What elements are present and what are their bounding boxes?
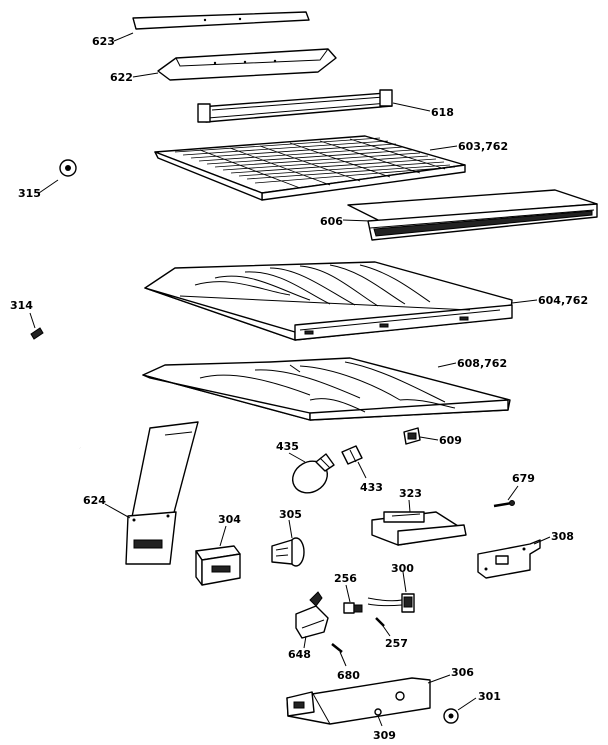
leader-314 <box>29 312 36 329</box>
part-618-rail <box>197 89 393 123</box>
label-256: 256 <box>334 572 357 585</box>
label-323: 323 <box>399 487 422 500</box>
part-648-timer <box>295 591 329 639</box>
part-608-shelf <box>142 357 511 421</box>
leader-256 <box>345 584 351 603</box>
part-323-tray <box>371 511 467 546</box>
part-680-screw <box>331 643 343 653</box>
part-304-relay <box>195 545 241 586</box>
label-305: 305 <box>279 508 302 521</box>
label-257: 257 <box>385 637 408 650</box>
part-609-clip <box>403 427 421 445</box>
part-314-clip <box>30 327 44 340</box>
part-606-crisper-front <box>347 189 598 241</box>
label-304: 304 <box>218 513 241 526</box>
label-435: 435 <box>276 440 299 453</box>
leader-680 <box>339 651 347 667</box>
label-624: 624 <box>83 494 106 507</box>
leader-609 <box>419 436 439 441</box>
label-309: 309 <box>373 729 396 742</box>
leader-618 <box>392 102 431 112</box>
part-256-switch <box>343 602 363 614</box>
leader-301 <box>457 697 477 711</box>
leader-622 <box>132 72 159 78</box>
part-315-drain-tube <box>48 159 86 464</box>
part-305-overload <box>271 537 305 567</box>
label-680: 680 <box>337 669 360 682</box>
leader-323 <box>408 499 411 513</box>
leader-679 <box>507 485 519 501</box>
leader-648 <box>303 635 307 649</box>
leader-257 <box>382 625 391 637</box>
leader-433 <box>357 461 367 479</box>
label-315: 315 <box>18 187 41 200</box>
leader-305 <box>288 519 293 539</box>
part-679-screw <box>493 500 515 508</box>
label-606: 606 <box>320 215 343 228</box>
leader-623 <box>113 32 134 42</box>
leader-435 <box>288 452 306 463</box>
part-435-light-bulb <box>292 453 335 494</box>
leader-308 <box>533 536 551 545</box>
part-257-screw <box>375 617 385 627</box>
label-648: 648 <box>288 648 311 661</box>
part-624-control-plate <box>125 421 199 565</box>
part-622-bracket <box>157 48 337 81</box>
leader-606 <box>342 219 371 222</box>
label-679: 679 <box>512 472 535 485</box>
label-306: 306 <box>451 666 474 679</box>
label-300: 300 <box>391 562 414 575</box>
label-301: 301 <box>478 690 501 703</box>
label-608: 608,762 <box>457 357 507 370</box>
label-604: 604,762 <box>538 294 588 307</box>
leader-604 <box>511 299 538 304</box>
part-603-shelf <box>154 135 466 201</box>
label-308: 308 <box>551 530 574 543</box>
leader-315 <box>38 179 59 194</box>
label-314: 314 <box>10 299 33 312</box>
part-301-knob <box>443 708 459 724</box>
leader-608 <box>437 362 457 368</box>
label-622: 622 <box>110 71 133 84</box>
leader-624 <box>104 503 131 519</box>
part-433-socket <box>341 445 363 465</box>
part-306-housing <box>286 677 431 725</box>
leader-309 <box>377 715 383 727</box>
label-603: 603,762 <box>458 140 508 153</box>
leader-603 <box>429 145 458 151</box>
part-604-crisper-cover <box>144 261 513 341</box>
label-609: 609 <box>439 434 462 447</box>
leader-304 <box>219 525 227 547</box>
label-623: 623 <box>92 35 115 48</box>
label-433: 433 <box>360 481 383 494</box>
part-623-strip <box>132 11 310 30</box>
part-300-capacitor <box>367 593 415 613</box>
label-618: 618 <box>431 106 454 119</box>
leader-300 <box>402 571 407 593</box>
part-308-bracket <box>477 539 541 579</box>
leader-306 <box>427 674 451 684</box>
